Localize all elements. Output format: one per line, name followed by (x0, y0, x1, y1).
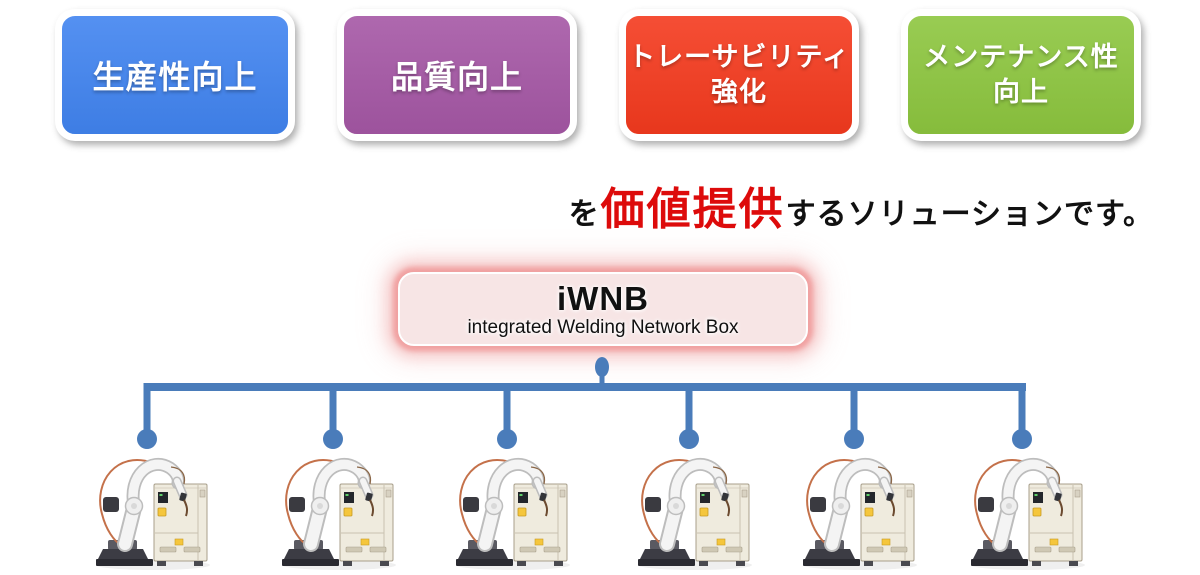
benefit-box-label: 向上 (993, 77, 1049, 107)
hub-title: iWNB (557, 279, 649, 317)
welding-robot (803, 460, 917, 570)
value-proposition-text: を 価値提供 するソリューションです。 (569, 173, 1154, 237)
benefit-box-row: 生産性向上品質向上トレーサビリティ強化メンテナンス性向上 (55, 9, 1141, 141)
benefit-box-label: トレーサビリティ (628, 41, 850, 72)
hub-subtitle: integrated Welding Network Box (467, 316, 739, 338)
network-node-dot (323, 429, 343, 449)
hub-connector-dot (595, 357, 609, 377)
benefit-box-productivity: 生産性向上 (55, 9, 295, 141)
welding-robot (971, 460, 1085, 570)
welding-robot (282, 460, 396, 570)
network-diagram (0, 357, 1200, 575)
network-node-dot (844, 429, 864, 449)
welding-robot (96, 460, 210, 570)
network-node-dot (137, 429, 157, 449)
benefit-box-label: メンテナンス性 (923, 41, 1119, 72)
benefit-box-label: 生産性向上 (92, 59, 258, 95)
benefit-box-maintainability: メンテナンス性向上 (901, 9, 1141, 141)
network-node-dot (1012, 429, 1032, 449)
welding-robot (456, 460, 570, 570)
benefit-box-traceability: トレーサビリティ強化 (619, 9, 859, 141)
welding-robot (638, 460, 752, 570)
network-node-dot (497, 429, 517, 449)
iwnb-hub-box: iWNB integrated Welding Network Box (398, 272, 808, 346)
network-lines (137, 357, 1032, 449)
sentence-prefix: を (568, 198, 600, 231)
benefit-box-quality: 品質向上 (337, 9, 577, 141)
benefit-box-label: 品質向上 (390, 59, 523, 95)
sentence-highlight: 価値提供 (600, 185, 785, 234)
network-node-dot (679, 429, 699, 449)
benefit-box-label: 強化 (711, 77, 767, 107)
network-robots (96, 460, 1085, 570)
sentence-suffix: するソリューションです。 (785, 198, 1154, 231)
